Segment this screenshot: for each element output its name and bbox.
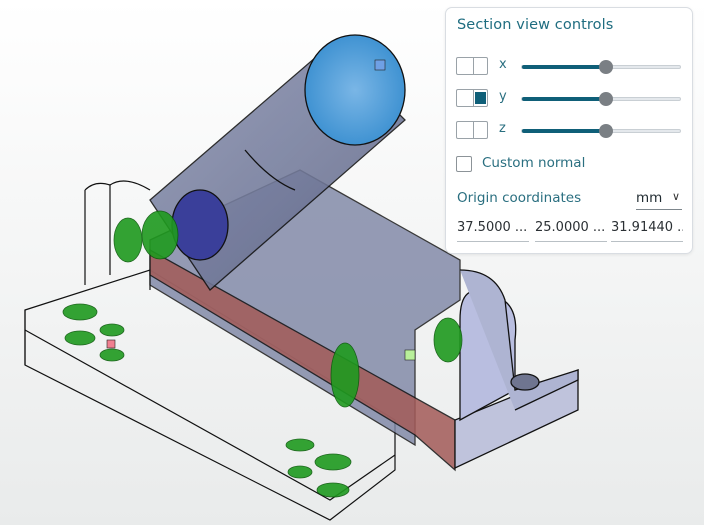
constraint-markers xyxy=(62,210,463,498)
chevron-down-icon: ∨ xyxy=(671,190,680,203)
cylinder-arm xyxy=(149,34,406,291)
unit-value: mm xyxy=(636,190,663,206)
axis-toggle-x[interactable] xyxy=(456,57,488,75)
node-markers xyxy=(106,59,416,361)
custom-normal-checkbox[interactable] xyxy=(456,156,472,172)
origin-y-field[interactable]: 25.0000 ... xyxy=(535,220,607,242)
origin-z-field[interactable]: 31.91440 ... xyxy=(611,220,683,242)
unit-select[interactable]: mm ∨ xyxy=(636,190,682,210)
axis-label-z: z xyxy=(499,121,506,136)
custom-normal-label[interactable]: Custom normal xyxy=(482,155,586,171)
slider-fill-x xyxy=(522,65,606,69)
slider-fill-z xyxy=(522,129,606,133)
toggle-fill-y xyxy=(475,92,486,104)
axis-row-x: x xyxy=(456,55,684,77)
axis-label-y: y xyxy=(499,89,507,104)
slider-thumb-z[interactable] xyxy=(598,124,613,138)
slider-thumb-y[interactable] xyxy=(598,92,613,106)
axis-toggle-z[interactable] xyxy=(456,121,488,139)
section-view-panel: Section view controls x y z Custom norma… xyxy=(445,7,693,254)
axis-row-y: y xyxy=(456,87,684,109)
axis-label-x: x xyxy=(499,57,507,72)
origin-coordinates-label: Origin coordinates xyxy=(457,190,582,206)
axis-row-z: z xyxy=(456,119,684,141)
axis-slider-x[interactable] xyxy=(521,60,681,74)
panel-title: Section view controls xyxy=(457,17,614,33)
axis-toggle-y[interactable] xyxy=(456,89,488,107)
slider-thumb-x[interactable] xyxy=(598,60,613,74)
axis-slider-y[interactable] xyxy=(521,92,681,106)
origin-x-field[interactable]: 37.5000 ... xyxy=(457,220,529,242)
axis-slider-z[interactable] xyxy=(521,124,681,138)
slider-fill-y xyxy=(522,97,606,101)
